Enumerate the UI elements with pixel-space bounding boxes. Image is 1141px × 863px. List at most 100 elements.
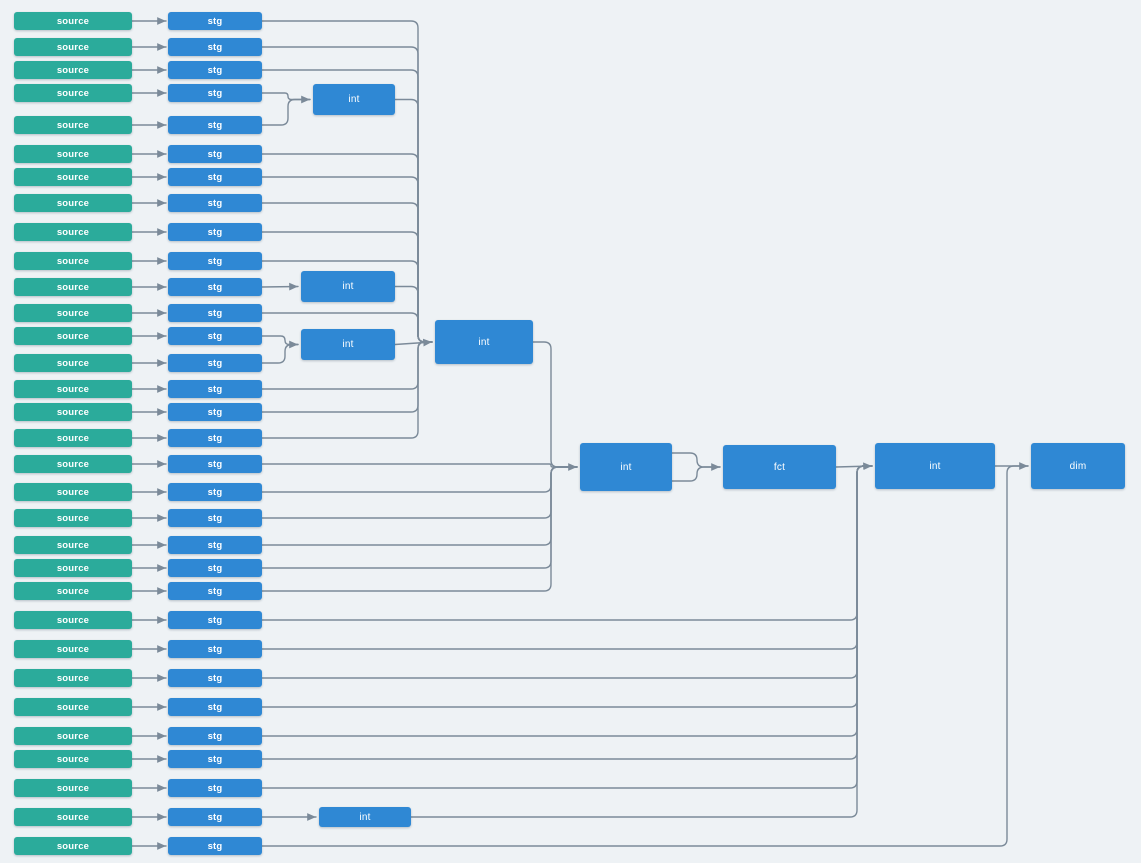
edge [261,340,299,364]
node-stg14[interactable]: stg [168,354,262,372]
node-stg2[interactable]: stg [168,38,262,56]
node-stg15[interactable]: stg [168,380,262,398]
node-src11[interactable]: source [14,278,132,296]
edge [261,466,578,592]
node-dim1[interactable]: dim [1031,443,1125,489]
node-src31[interactable]: source [14,808,132,826]
edge [261,465,873,621]
node-src1[interactable]: source [14,12,132,30]
edge [261,465,873,737]
node-stg30[interactable]: stg [168,779,262,797]
edge [671,463,721,482]
edge [394,285,433,343]
edge [261,465,873,650]
edge [261,465,873,708]
node-src29[interactable]: source [14,750,132,768]
node-stg13[interactable]: stg [168,327,262,345]
node-intF[interactable]: int [875,443,995,489]
node-stg19[interactable]: stg [168,483,262,501]
node-stg9[interactable]: stg [168,223,262,241]
node-stg4[interactable]: stg [168,84,262,102]
edge [410,465,873,818]
node-stg10[interactable]: stg [168,252,262,270]
edge [261,92,311,101]
edge [261,465,873,679]
node-stg3[interactable]: stg [168,61,262,79]
node-stg5[interactable]: stg [168,116,262,134]
node-stg21[interactable]: stg [168,536,262,554]
node-stg24[interactable]: stg [168,611,262,629]
node-stg6[interactable]: stg [168,145,262,163]
node-intC[interactable]: int [301,329,395,360]
node-intG[interactable]: int [319,807,411,827]
node-src27[interactable]: source [14,698,132,716]
node-stg11[interactable]: stg [168,278,262,296]
node-src28[interactable]: source [14,727,132,745]
node-src16[interactable]: source [14,403,132,421]
edge [532,341,578,468]
node-src26[interactable]: source [14,669,132,687]
node-intB[interactable]: int [301,271,395,302]
edge [261,95,311,126]
edge [261,463,578,468]
node-stg16[interactable]: stg [168,403,262,421]
edge [261,465,1029,847]
node-stg18[interactable]: stg [168,455,262,473]
node-src19[interactable]: source [14,483,132,501]
edge [261,465,873,760]
node-src21[interactable]: source [14,536,132,554]
edge [261,335,299,346]
node-src23[interactable]: source [14,582,132,600]
node-stg1[interactable]: stg [168,12,262,30]
edge [261,465,873,789]
node-src8[interactable]: source [14,194,132,212]
node-src18[interactable]: source [14,455,132,473]
node-intD[interactable]: int [435,320,533,364]
node-stg25[interactable]: stg [168,640,262,658]
node-src20[interactable]: source [14,509,132,527]
edge [261,282,299,291]
node-src5[interactable]: source [14,116,132,134]
node-stg27[interactable]: stg [168,698,262,716]
node-intA[interactable]: int [313,84,395,115]
node-stg20[interactable]: stg [168,509,262,527]
node-stg22[interactable]: stg [168,559,262,577]
node-src15[interactable]: source [14,380,132,398]
node-src14[interactable]: source [14,354,132,372]
node-src7[interactable]: source [14,168,132,186]
node-src17[interactable]: source [14,429,132,447]
node-stg12[interactable]: stg [168,304,262,322]
node-stg23[interactable]: stg [168,582,262,600]
node-stg31[interactable]: stg [168,808,262,826]
node-src30[interactable]: source [14,779,132,797]
edge [261,466,578,493]
node-stg32[interactable]: stg [168,837,262,855]
node-src22[interactable]: source [14,559,132,577]
node-src24[interactable]: source [14,611,132,629]
node-src3[interactable]: source [14,61,132,79]
node-src4[interactable]: source [14,84,132,102]
node-src12[interactable]: source [14,304,132,322]
node-stg17[interactable]: stg [168,429,262,447]
node-src2[interactable]: source [14,38,132,56]
node-intE[interactable]: int [580,443,672,491]
node-stg7[interactable]: stg [168,168,262,186]
node-src6[interactable]: source [14,145,132,163]
edge [394,98,433,343]
edge [261,466,578,546]
node-stg8[interactable]: stg [168,194,262,212]
edge [261,153,433,343]
node-fct1[interactable]: fct [723,445,836,489]
node-src9[interactable]: source [14,223,132,241]
node-src25[interactable]: source [14,640,132,658]
edge [671,452,721,468]
node-stg28[interactable]: stg [168,727,262,745]
node-src13[interactable]: source [14,327,132,345]
node-stg29[interactable]: stg [168,750,262,768]
node-stg26[interactable]: stg [168,669,262,687]
node-src32[interactable]: source [14,837,132,855]
node-src10[interactable]: source [14,252,132,270]
edge [394,338,433,347]
edge [261,466,578,569]
